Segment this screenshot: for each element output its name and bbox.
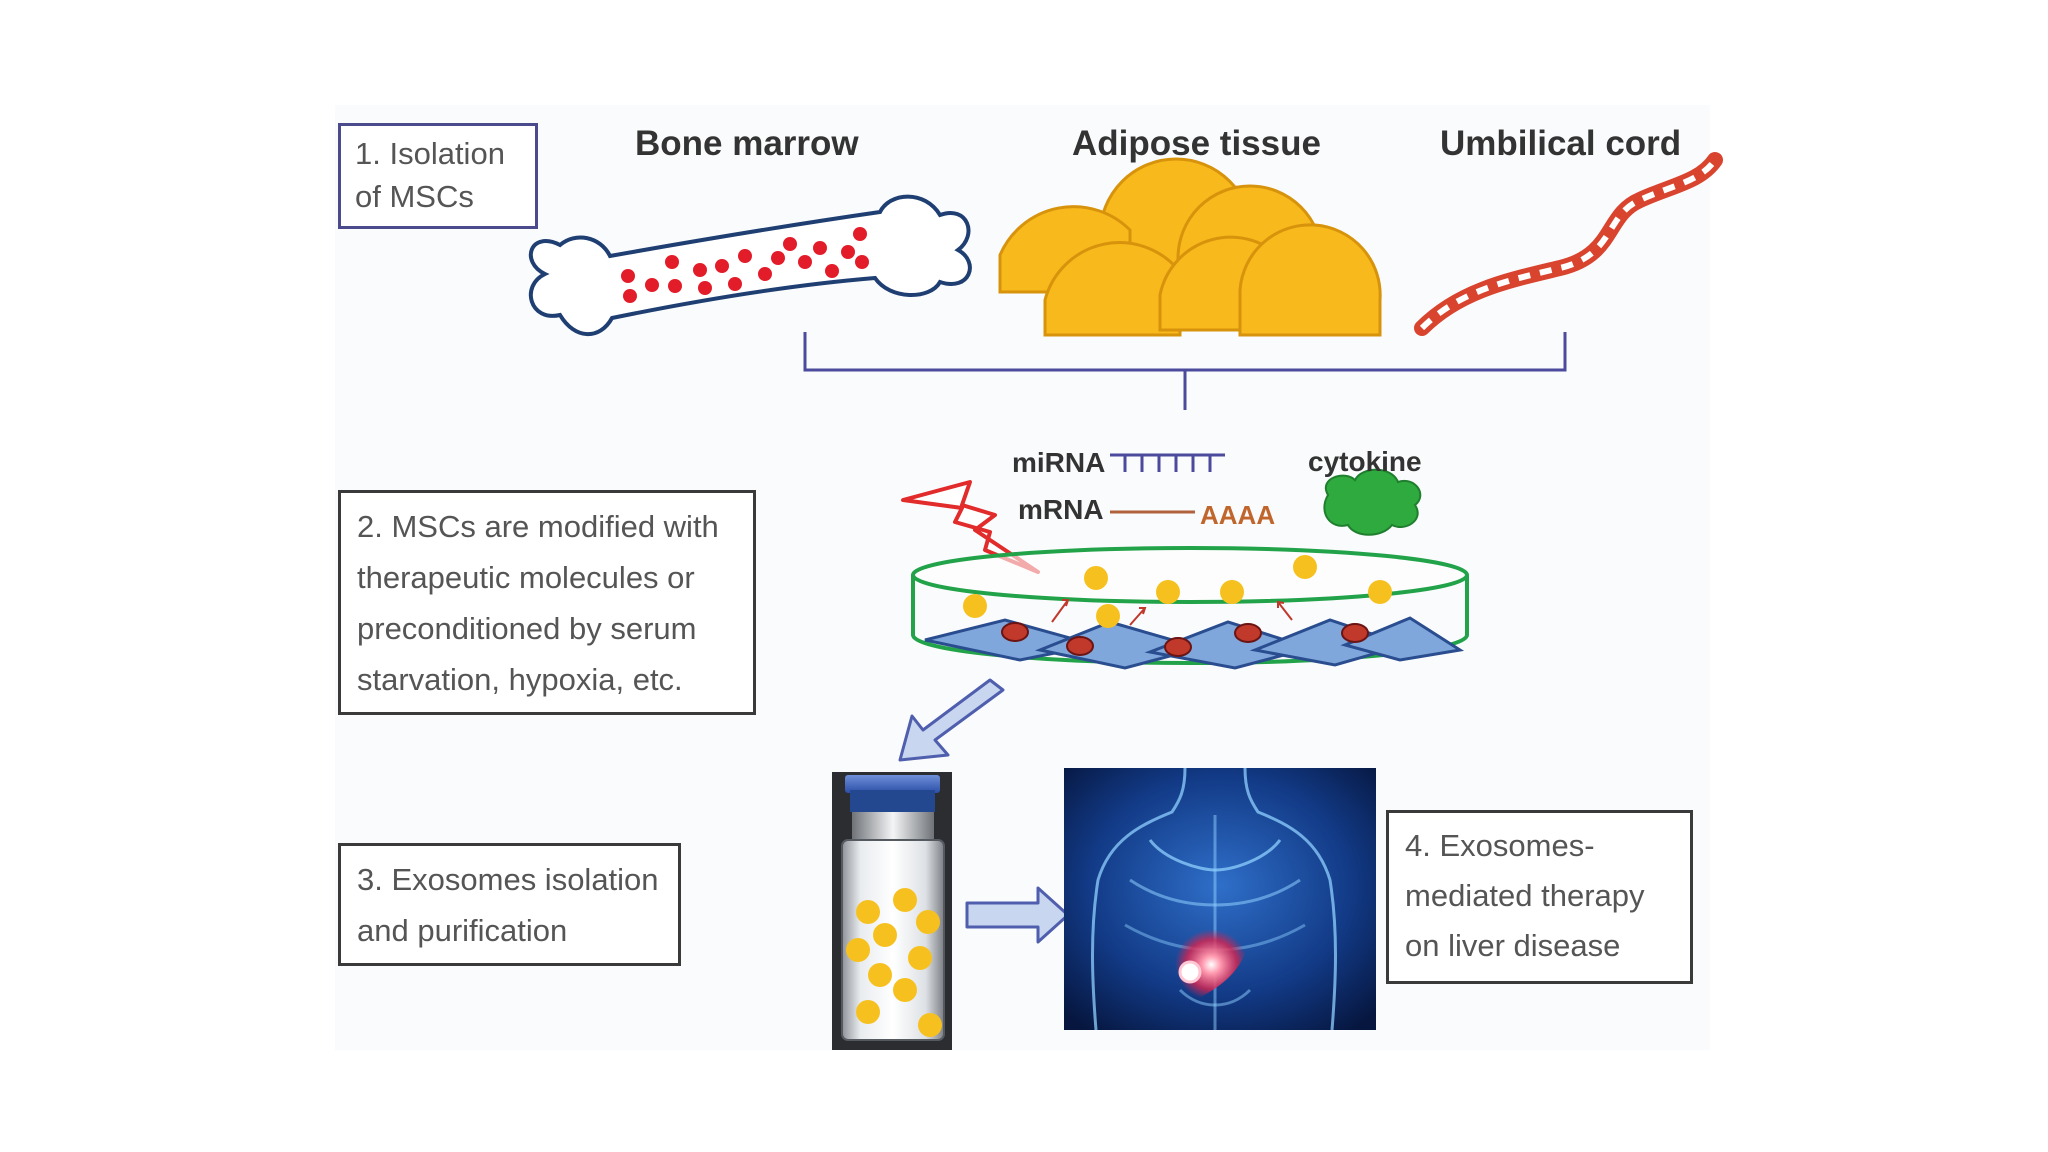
arrow-to-therapy bbox=[965, 886, 1070, 944]
human-liver-image bbox=[1064, 768, 1376, 1030]
step-3-box: 3. Exosomes isolation and purification bbox=[338, 843, 681, 966]
cytokine-icon bbox=[1323, 468, 1422, 536]
step-4-box: 4. Exosomes- mediated therapy on liver d… bbox=[1386, 810, 1693, 984]
label-umbilical-cord: Umbilical cord bbox=[1440, 124, 1682, 163]
step-4-line-3: on liver disease bbox=[1405, 928, 1621, 963]
step-4-line-1: 4. Exosomes- bbox=[1405, 828, 1595, 863]
step-2-box: 2. MSCs are modified with therapeutic mo… bbox=[338, 490, 756, 715]
step-3-line-2: and purification bbox=[357, 913, 568, 948]
adipose-cells-icon bbox=[998, 157, 1382, 337]
label-adipose-tissue: Adipose tissue bbox=[1072, 124, 1321, 163]
step-3-line-1: 3. Exosomes isolation bbox=[357, 862, 659, 897]
step-2-line-3: preconditioned by serum bbox=[357, 611, 697, 646]
umbilical-cord-icon bbox=[1414, 152, 1723, 336]
dish-exosomes bbox=[963, 555, 1392, 628]
mirna-strand bbox=[1110, 453, 1225, 472]
label-bone-marrow: Bone marrow bbox=[635, 124, 859, 163]
step-2-line-2: therapeutic molecules or bbox=[357, 560, 695, 595]
culture-dish-icon bbox=[911, 546, 1469, 670]
secretion-arrows bbox=[1051, 599, 1293, 626]
step-1-line-1: 1. Isolation bbox=[355, 136, 505, 171]
step-4-line-2: mediated therapy bbox=[1405, 878, 1645, 913]
step-1-line-2: of MSCs bbox=[355, 179, 474, 214]
exosome-vial-icon bbox=[832, 772, 952, 1050]
step-2-line-4: starvation, hypoxia, etc. bbox=[357, 662, 683, 697]
marrow-dots bbox=[621, 227, 869, 303]
label-cytokine: cytokine bbox=[1308, 446, 1422, 477]
label-mirna: miRNA bbox=[1012, 447, 1106, 478]
arrow-to-vial bbox=[898, 678, 1005, 762]
label-mrna: mRNA bbox=[1018, 494, 1104, 525]
sources-bracket bbox=[803, 332, 1567, 410]
label-polya: AAAA bbox=[1200, 500, 1276, 530]
bone-icon bbox=[528, 194, 972, 337]
msc-cells bbox=[924, 616, 1465, 670]
step-2-line-1: 2. MSCs are modified with bbox=[357, 509, 719, 544]
cell-nuclei bbox=[1001, 622, 1369, 657]
vial-exosomes bbox=[846, 888, 942, 1037]
step-1-box: 1. Isolation of MSCs bbox=[338, 123, 538, 229]
